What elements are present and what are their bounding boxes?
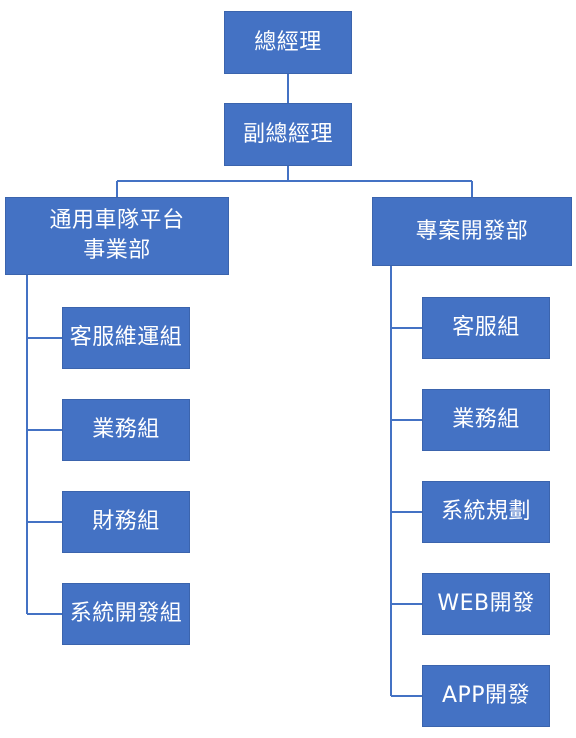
node-label: 業務組 (452, 407, 520, 432)
node-label: WEB開發 (437, 591, 535, 616)
node-label: 財務組 (92, 509, 160, 534)
node-deputy-general-manager: 副總經理 (224, 103, 352, 166)
node-label: 系統規劃 (440, 499, 531, 524)
node-general-manager: 總經理 (224, 11, 352, 74)
node-label: APP開發 (441, 683, 531, 708)
node-fleet-sales-group: 業務組 (62, 399, 190, 461)
node-project-app-dev: APP開發 (422, 665, 550, 727)
node-fleet-platform-division: 通用車隊平台 事業部 (5, 197, 229, 275)
node-fleet-system-dev-group: 系統開發組 (62, 583, 190, 645)
node-label: 副總經理 (242, 121, 333, 147)
node-project-sales-group: 業務組 (422, 389, 550, 451)
node-project-development-division: 專案開發部 (372, 197, 572, 266)
node-project-customer-service-group: 客服組 (422, 297, 550, 359)
node-label: 專案開發部 (415, 218, 529, 244)
node-label: 總經理 (254, 29, 322, 55)
node-label: 業務組 (92, 417, 160, 442)
node-label: 客服維運組 (69, 325, 183, 350)
node-label: 客服組 (452, 315, 520, 340)
node-fleet-finance-group: 財務組 (62, 491, 190, 553)
node-label: 系統開發組 (69, 601, 183, 626)
node-project-system-planning: 系統規劃 (422, 481, 550, 543)
node-fleet-customer-ops-group: 客服維運組 (62, 307, 190, 369)
node-label: 通用車隊平台 事業部 (49, 208, 185, 263)
node-project-web-dev: WEB開發 (422, 573, 550, 635)
